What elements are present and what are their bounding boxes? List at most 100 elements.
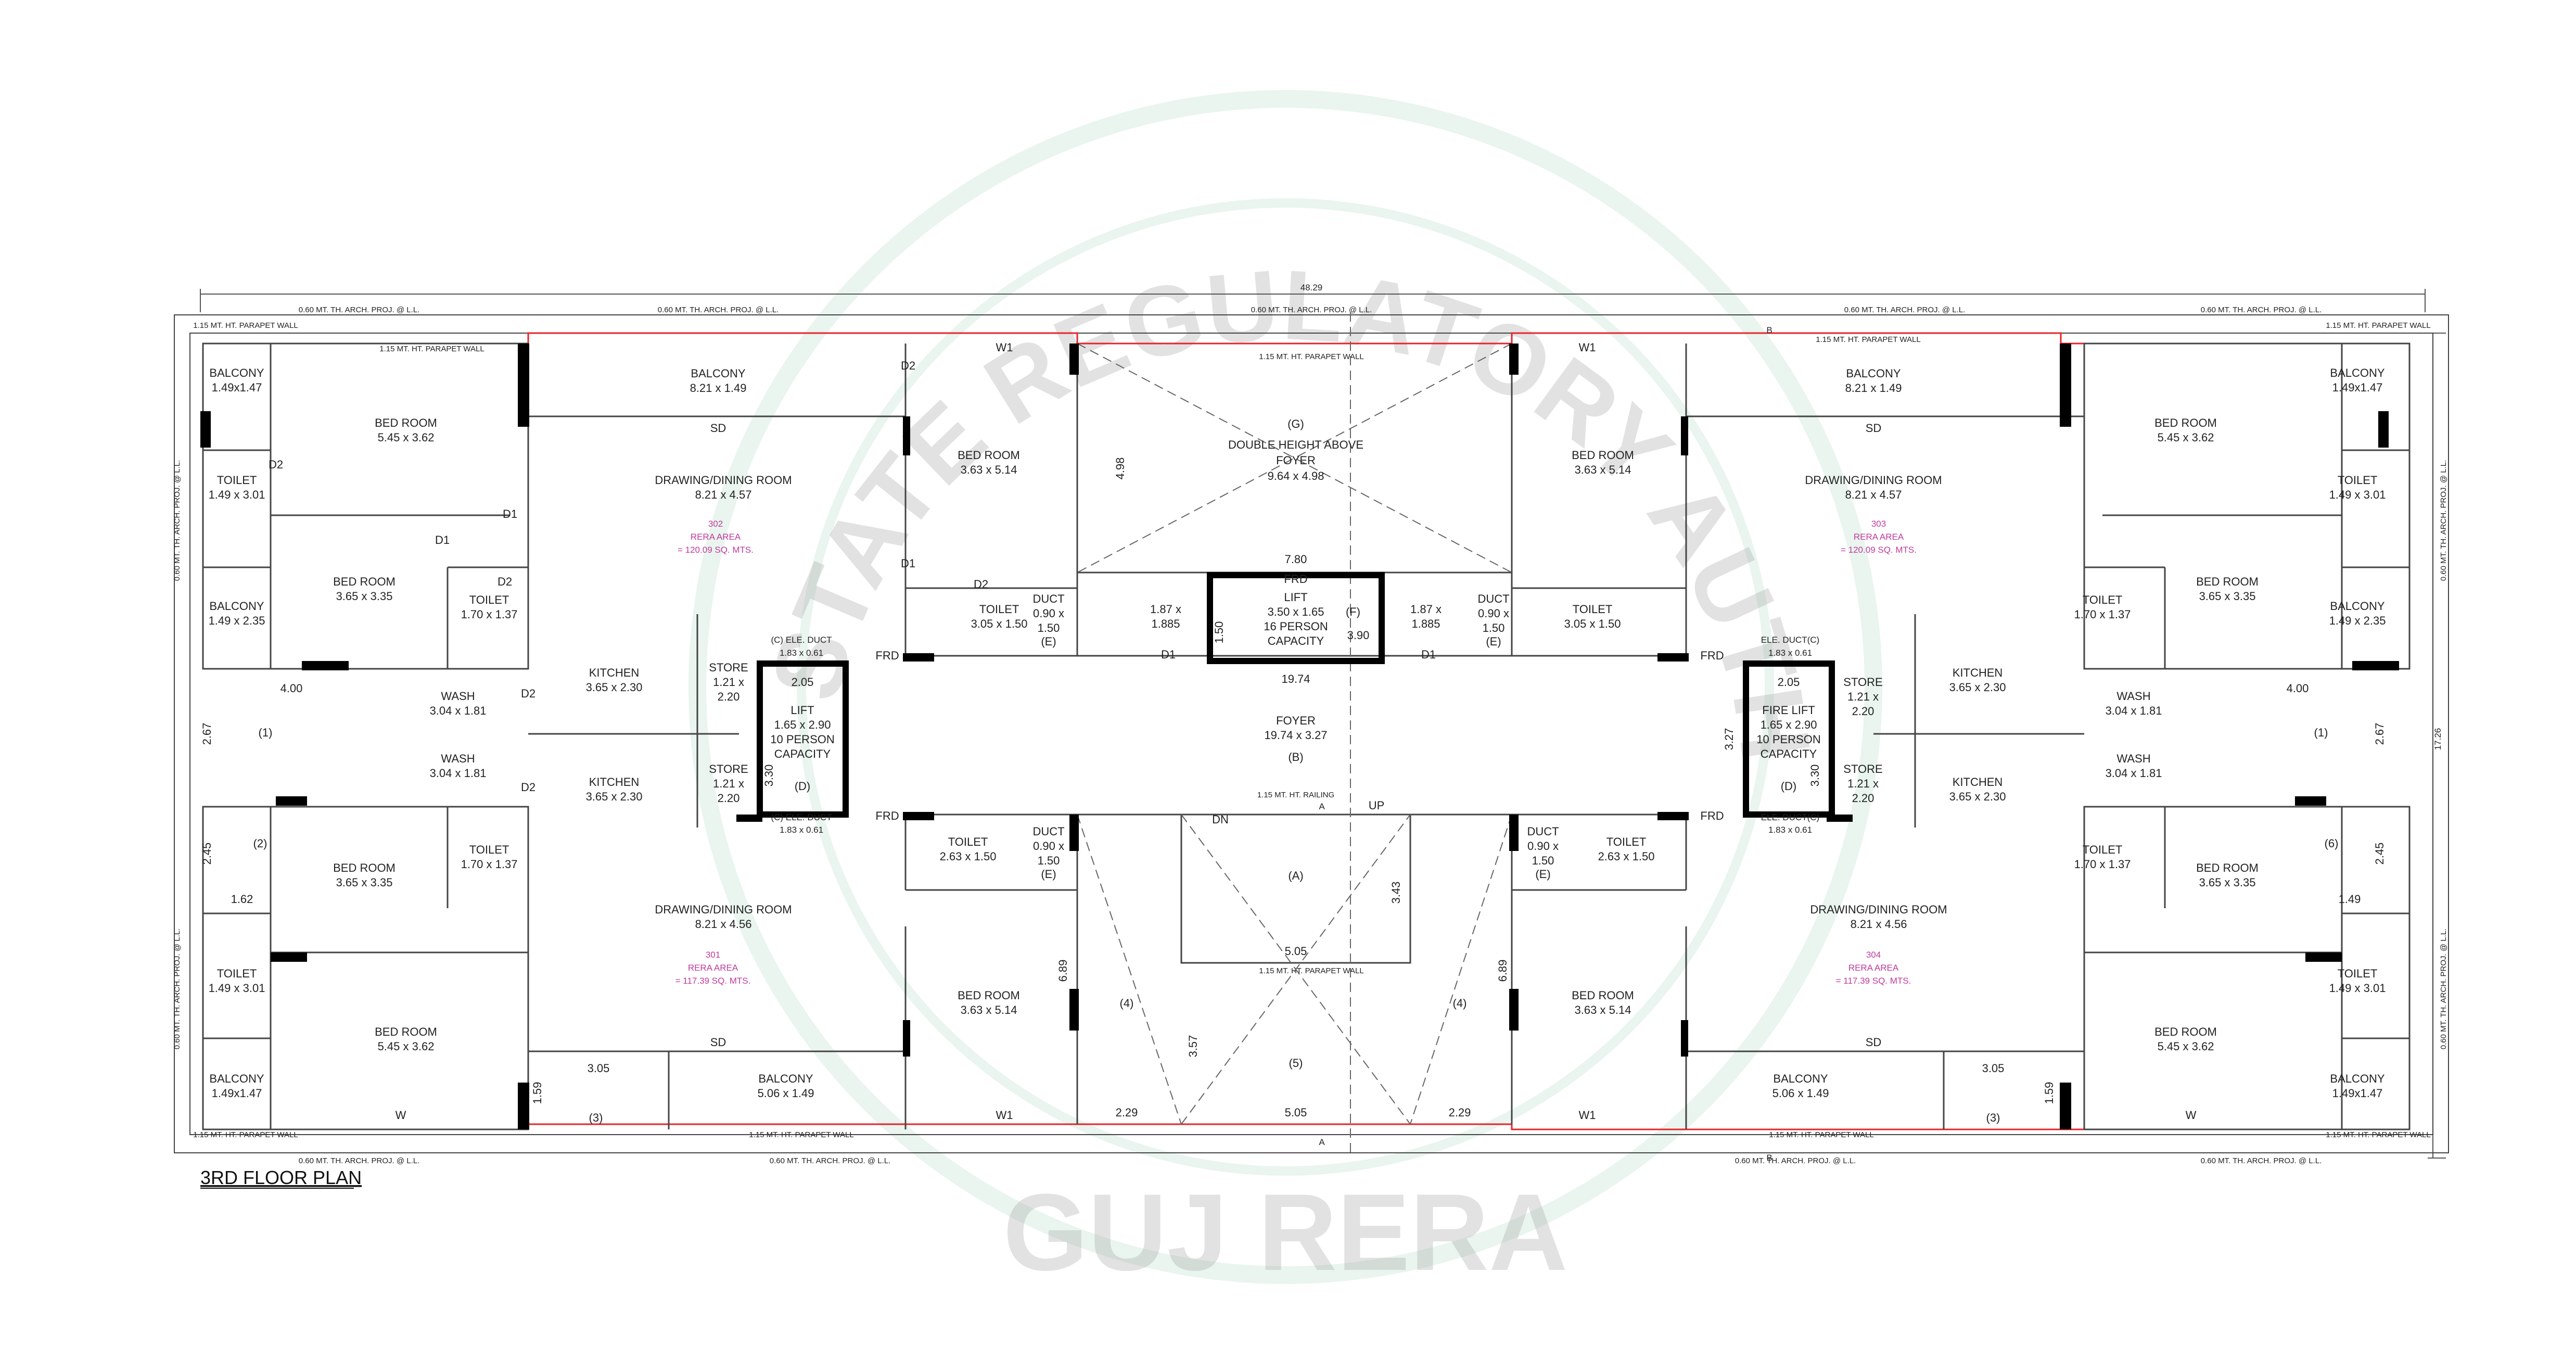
balcony-2-size: 1.49 x 2.35 xyxy=(209,614,265,627)
store-size-2: 2.20 xyxy=(1852,705,1874,718)
parapet-corner-tl: 1.15 MT. HT. PARAPET WALL xyxy=(193,321,298,330)
bedroom-2-label: BED ROOM xyxy=(2196,575,2259,588)
rera-304-area: = 117.39 SQ. MTS. xyxy=(1836,976,1911,986)
fire-lift-capacity-word: CAPACITY xyxy=(1761,747,1817,760)
section-b-bottom: B xyxy=(1766,1153,1772,1163)
bedroom-2-size: 5.45 x 3.62 xyxy=(2158,1040,2214,1053)
ele-duct-size: 1.83 x 0.61 xyxy=(1768,825,1812,835)
ele-duct-size: 1.83 x 0.61 xyxy=(780,648,823,658)
arch-projection-outline xyxy=(174,314,2449,1153)
side-annotations: 4.00 4.00 (1) (1) (2) (6) (3) (3) 3.05 3… xyxy=(200,325,2386,1163)
drawing-label: DRAWING/DINING ROOM xyxy=(1805,474,1942,487)
sliding-door-c: SD xyxy=(710,1036,726,1049)
watermark-arc-text: REAL ESTATE REGULATORY AUTHORITY xyxy=(0,0,1831,767)
railing-label: 1.15 MT. HT. RAILING xyxy=(1257,791,1334,799)
kitchen-label: KITCHEN xyxy=(589,666,640,679)
overall-dimension-lines xyxy=(200,289,2446,1159)
balcony-big-size: 8.21 x 1.49 xyxy=(690,381,747,395)
toilet-2-size: 1.70 x 1.37 xyxy=(2074,608,2131,621)
toilet-2-label: TOILET xyxy=(2083,593,2123,606)
parapet-bottom-left: 1.15 MT. HT. PARAPET WALL xyxy=(749,1130,853,1139)
fire-lift-size: 1.65 x 2.90 xyxy=(1761,718,1817,731)
door-d2-a: D2 xyxy=(269,458,283,471)
store-label: STORE xyxy=(709,762,748,775)
toilet-2-label: TOILET xyxy=(469,593,509,606)
section-b-top: B xyxy=(1766,325,1772,335)
duct-tag: (E) xyxy=(1041,635,1056,648)
rera-302-label: RERA AREA xyxy=(691,532,741,542)
parapet-corner-br: 1.15 MT. HT. PARAPET WALL xyxy=(2326,1130,2430,1139)
door-d1-a: D1 xyxy=(503,507,517,520)
kitchen-label: KITCHEN xyxy=(1953,775,2003,789)
toilet-2-size: 1.49 x 3.01 xyxy=(2329,982,2386,995)
dim-2-29-left: 2.29 xyxy=(1116,1106,1138,1119)
store-size: 1.21 x xyxy=(713,676,744,689)
drawing-label: DRAWING/DINING ROOM xyxy=(655,474,792,487)
drawing-label: DRAWING/DINING ROOM xyxy=(1810,903,1947,916)
shaft-right-size: 1.87 x xyxy=(1410,603,1442,616)
balcony-label: BALCONY xyxy=(209,366,264,379)
toilet-2-size: 1.49 x 3.01 xyxy=(209,982,265,995)
rera-302-area: = 120.09 SQ. MTS. xyxy=(678,545,754,555)
dim-2-05-right: 2.05 xyxy=(1778,676,1800,689)
left-lift-size: 1.65 x 2.90 xyxy=(774,718,831,731)
rera-304-label: RERA AREA xyxy=(1848,963,1899,973)
structural-columns xyxy=(200,344,2399,1129)
balcony-size: 1.49x1.47 xyxy=(212,381,262,394)
rera-303-area: = 120.09 SQ. MTS. xyxy=(1841,545,1917,555)
wash-label: WASH xyxy=(441,752,475,765)
door-d2-d: D2 xyxy=(974,578,988,591)
rera-watermark: REAL ESTATE REGULATORY AUTHORITY GUJ RER… xyxy=(0,0,1882,1293)
double-height-tag: (G) xyxy=(1287,417,1304,430)
duct-size: 0.90 x xyxy=(1527,840,1559,853)
opening-3-right: (3) xyxy=(1986,1111,2000,1124)
door-d1-d: D1 xyxy=(1161,648,1176,661)
duct-size-2: 1.50 xyxy=(1038,854,1060,867)
stair-up: UP xyxy=(1369,799,1385,812)
drawing-size: 8.21 x 4.56 xyxy=(695,918,752,931)
store-label: STORE xyxy=(1843,762,1882,775)
duct-size-2: 1.50 xyxy=(1532,854,1554,867)
duct-size-2: 1.50 xyxy=(1038,621,1060,634)
rera-303-label: RERA AREA xyxy=(1854,532,1904,542)
balcony-label: BALCONY xyxy=(2330,366,2384,379)
kitchen-size: 3.65 x 2.30 xyxy=(1949,681,2006,694)
arch-proj-top-1: 0.60 MT. TH. ARCH. PROJ. @ L.L. xyxy=(299,306,420,314)
main-lift-capacity-word: CAPACITY xyxy=(1268,634,1324,647)
dim-3-43: 3.43 xyxy=(1389,882,1402,904)
balcony-2-label: BALCONY xyxy=(758,1072,813,1085)
parapet-top-center: 1.15 MT. HT. PARAPET WALL xyxy=(1259,352,1363,361)
bedroom-label: BED ROOM xyxy=(375,416,437,429)
shaft-right-size-2: 1.885 xyxy=(1411,617,1440,630)
bedroom-2-size: 3.65 x 3.35 xyxy=(2199,590,2256,603)
rera-303-unit: 303 xyxy=(1871,519,1886,529)
opening-6: (6) xyxy=(2325,837,2339,850)
foyer-label: FOYER xyxy=(1276,714,1316,727)
section-a-top: A xyxy=(1319,802,1325,811)
bedroom-3-size: 3.63 x 5.14 xyxy=(1575,463,1631,476)
section-a-bottom: A xyxy=(1319,1137,1325,1147)
ele-duct-label: ELE. DUCT(C) xyxy=(1761,812,1819,822)
dim-3-27: 3.27 xyxy=(1723,728,1736,751)
fire-lift-label: FIRE LIFT xyxy=(1762,704,1815,717)
frd-label: FRD xyxy=(1284,573,1307,586)
toilet-2-size: 1.70 x 1.37 xyxy=(461,608,518,621)
toilet-3-size: 3.05 x 1.50 xyxy=(1564,617,1621,630)
overall-height-label: 17.26 xyxy=(2433,728,2443,751)
duct-tag: (E) xyxy=(1535,868,1550,881)
dim-4-00-right: 4.00 xyxy=(2287,682,2309,695)
dim-1-59: 1.59 xyxy=(531,1082,544,1104)
ele-duct-label: (C) ELE. DUCT xyxy=(771,812,832,822)
toilet-label: TOILET xyxy=(217,474,257,487)
toilet-3-size: 3.05 x 1.50 xyxy=(971,617,1028,630)
toilet-size: 1.49 x 3.01 xyxy=(2329,488,2386,501)
double-height-foyer: FOYER xyxy=(1276,454,1316,467)
main-lift-label: LIFT xyxy=(1284,591,1307,604)
dim-3-30-right: 3.30 xyxy=(1808,765,1821,787)
bedroom-2-size: 3.65 x 3.35 xyxy=(336,590,393,603)
bedroom-label: BED ROOM xyxy=(2196,861,2259,874)
cutout-4-right: (4) xyxy=(1453,997,1467,1010)
rera-301-unit: 301 xyxy=(706,950,720,960)
kitchen-label: KITCHEN xyxy=(1953,666,2003,679)
dim-4-00-left: 4.00 xyxy=(280,682,303,695)
